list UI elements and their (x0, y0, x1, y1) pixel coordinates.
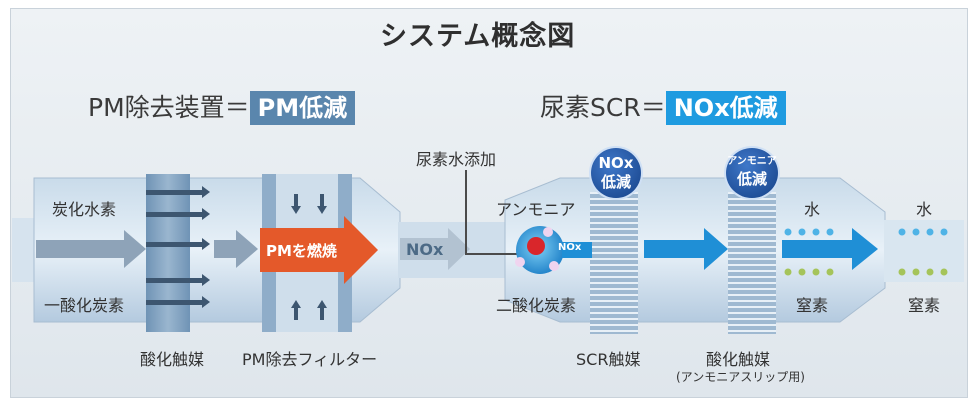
nitrogen-dots-1 (784, 268, 834, 276)
scr-catalyst-block (590, 192, 638, 334)
nox-molecule-label: NOx (558, 242, 582, 253)
exhaust-flow-arrows (36, 230, 258, 268)
nox-bubble-line2: 低減 (600, 173, 631, 191)
scr-section-heading: 尿素SCR＝NOx低減 (540, 88, 786, 125)
pm-reduction-badge: PM低減 (249, 91, 356, 125)
diagram-title: システム概念図 (380, 21, 576, 52)
clean-flow-arrows (562, 228, 878, 270)
scr-section-label: 尿素SCR＝ (540, 93, 666, 122)
hydrocarbon-label: 炭化水素 (52, 200, 117, 219)
ammonia-bubble-line1: アンモニア (727, 156, 777, 167)
catalyst-arrows (146, 186, 210, 308)
ammonia-reduction-bubble: アンモニア 低減 (726, 148, 778, 198)
water-dots-1 (784, 228, 834, 236)
scr-catalyst-label: SCR触媒 (576, 350, 641, 369)
oxidation-catalyst-block (146, 174, 190, 332)
nox-flow-arrow (400, 228, 470, 270)
nitrogen-label-1: 窒素 (796, 296, 829, 315)
ammonia-molecule (515, 226, 564, 274)
pm-burn-label: PMを燃焼 (266, 242, 337, 260)
nox-label: NOx (406, 240, 444, 259)
ammonia-bubble-line2: 低減 (736, 170, 767, 188)
nitrogen-label-2: 窒素 (908, 296, 941, 315)
nox-bubble-line1: NOx (598, 154, 634, 172)
ammonia-label: アンモニア (496, 200, 576, 219)
ammonia-slip-label: (アンモニアスリップ用) (676, 370, 805, 384)
pm-section-label: PM除去装置＝ (88, 93, 250, 122)
water-label-1: 水 (804, 200, 821, 219)
urea-injection-line (465, 170, 518, 255)
inlet-pipe (12, 218, 34, 282)
carbon-monoxide-label: 一酸化炭素 (44, 296, 125, 315)
carbon-dioxide-label: 二酸化炭素 (496, 296, 577, 315)
pm-burn-arrow (260, 216, 378, 284)
urea-water-label: 尿素水添加 (416, 150, 497, 169)
filter-arrows (291, 194, 327, 320)
oxidation-catalyst-2-block (728, 192, 776, 334)
water-label-2: 水 (916, 200, 933, 219)
oxidation-catalyst-label: 酸化触媒 (140, 350, 205, 369)
pm-section-heading: PM除去装置＝PM低減 (88, 88, 356, 125)
nox-reduction-bubble: NOx 低減 (591, 148, 641, 198)
nitrogen-dots-2 (898, 268, 948, 276)
oxidation-catalyst-2-label: 酸化触媒 (706, 350, 771, 369)
nox-reduction-badge: NOx低減 (665, 91, 786, 125)
outlet-pipe (884, 220, 964, 282)
water-dots-2 (898, 228, 948, 236)
pm-filter-label: PM除去フィルター (242, 350, 378, 369)
